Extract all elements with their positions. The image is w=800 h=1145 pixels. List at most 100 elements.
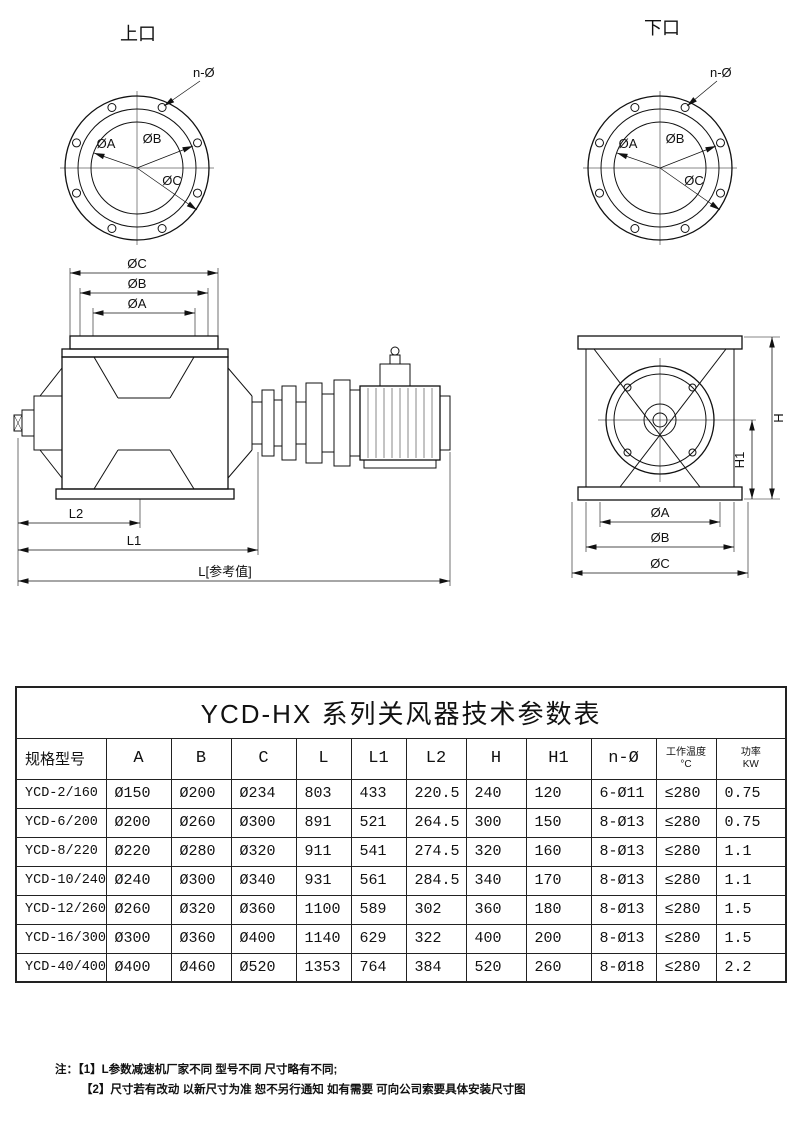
value-cell: Ø300 [105,923,172,954]
column-header: 规格型号 [15,737,107,780]
value-cell: Ø320 [170,894,232,925]
dim-label-a: ØA [128,296,147,311]
value-cell: Ø260 [105,894,172,925]
technical-drawing: 上口 n-Ø ØA ØB ØC 下口 [13,18,786,586]
value-cell: ≤280 [655,778,717,809]
value-cell: Ø150 [105,778,172,809]
notes: 注：【1】L参数减速机厂家不同 型号不同 尺寸略有不同; 【2】尺寸若有改动 以… [55,1060,526,1100]
value-cell: 8-Ø13 [590,865,657,896]
column-header: H [465,737,527,780]
dim-label-a: ØA [619,136,638,151]
value-cell: 803 [295,778,352,809]
model-cell: YCD-16/300 [15,923,107,954]
value-cell: 170 [525,865,592,896]
value-cell: 0.75 [715,778,787,809]
value-cell: 1100 [295,894,352,925]
value-cell: Ø300 [230,807,297,838]
model-cell: YCD-12/260 [15,894,107,925]
value-cell: Ø280 [170,836,232,867]
side-view-diagram: ØC ØB ØA [13,256,451,586]
value-cell: 160 [525,836,592,867]
bottom-port-diagram: 下口 n-Ø ØA ØB ØC [583,18,737,245]
front-view-diagram: H H1 ØA ØB ØC [571,335,786,578]
model-cell: YCD-2/160 [15,778,107,809]
note-line-1: 注：【1】L参数减速机厂家不同 型号不同 尺寸略有不同; [55,1060,526,1080]
dim-label-c: ØC [684,173,704,188]
dim-label-c: ØC [162,173,182,188]
value-cell: ≤280 [655,894,717,925]
dim-label-l-ref: L[参考值] [198,564,251,579]
column-header: 工作温度°C [655,737,717,780]
value-cell: 891 [295,807,352,838]
dim-label-h: H [771,413,786,422]
value-cell: Ø260 [170,807,232,838]
dim-label-l1: L1 [127,533,141,548]
dim-label-a: ØA [97,136,116,151]
value-cell: 6-Ø11 [590,778,657,809]
bolt-count-label: n-Ø [193,65,215,80]
dim-label-h1: H1 [732,452,747,469]
value-cell: 764 [350,952,407,983]
value-cell: 8-Ø13 [590,836,657,867]
column-header: L2 [405,737,467,780]
value-cell: 260 [525,952,592,983]
value-cell: 0.75 [715,807,787,838]
value-cell: 180 [525,894,592,925]
value-cell: 629 [350,923,407,954]
value-cell: 8-Ø13 [590,923,657,954]
value-cell: Ø300 [170,865,232,896]
note-prefix: 注： [55,1064,78,1076]
value-cell: 1.5 [715,894,787,925]
value-cell: 541 [350,836,407,867]
column-header: H1 [525,737,592,780]
value-cell: Ø520 [230,952,297,983]
value-cell: Ø340 [230,865,297,896]
value-cell: 1140 [295,923,352,954]
value-cell: 360 [465,894,527,925]
value-cell: 520 [465,952,527,983]
note-line-2: 【2】尺寸若有改动 以新尺寸为准 恕不另行通知 如有需要 可向公司索要具体安装尺… [81,1084,526,1097]
dim-label-c: ØC [127,256,147,271]
value-cell: 911 [295,836,352,867]
value-cell: 1353 [295,952,352,983]
value-cell: 340 [465,865,527,896]
model-cell: YCD-6/200 [15,807,107,838]
value-cell: 302 [405,894,467,925]
model-cell: YCD-10/240 [15,865,107,896]
dim-label-b: ØB [651,530,670,545]
dim-label-b: ØB [666,131,685,146]
dim-label-b: ØB [128,276,147,291]
value-cell: ≤280 [655,923,717,954]
value-cell: ≤280 [655,865,717,896]
value-cell: ≤280 [655,836,717,867]
value-cell: Ø360 [230,894,297,925]
column-header: A [105,737,172,780]
value-cell: 400 [465,923,527,954]
value-cell: 322 [405,923,467,954]
note-item: 【1】L参数减速机厂家不同 型号不同 尺寸略有不同; [78,1064,338,1076]
value-cell: 2.2 [715,952,787,983]
value-cell: Ø234 [230,778,297,809]
value-cell: 120 [525,778,592,809]
table-title: YCD-HX 系列关风器技术参数表 [15,686,787,739]
column-header: B [170,737,232,780]
column-header: L1 [350,737,407,780]
value-cell: 8-Ø18 [590,952,657,983]
model-cell: YCD-40/400 [15,952,107,983]
value-cell: Ø460 [170,952,232,983]
value-cell: Ø400 [230,923,297,954]
value-cell: 264.5 [405,807,467,838]
